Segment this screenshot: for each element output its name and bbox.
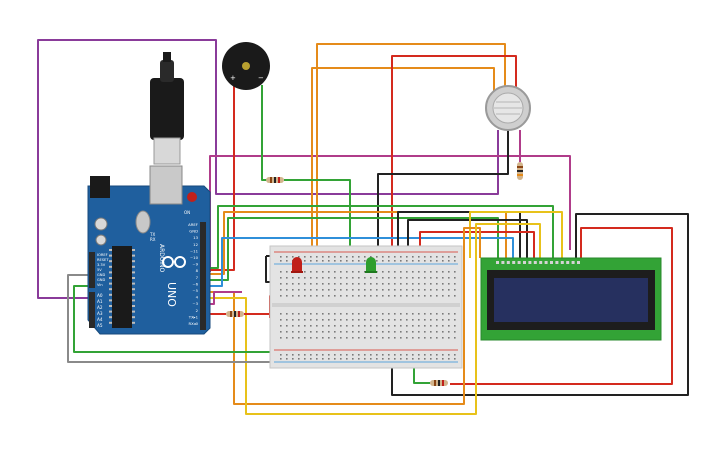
resistor-sensor[interactable] xyxy=(517,162,523,180)
led-icon xyxy=(292,257,302,272)
brand-label: ARDUINO xyxy=(158,244,165,273)
pin-label: ~9 xyxy=(192,262,198,267)
reset-button[interactable] xyxy=(187,192,197,202)
pin-label: ~11 xyxy=(190,248,199,253)
pin-label: RX◂0 xyxy=(188,321,198,326)
wire-orange-sensor-2[interactable] xyxy=(311,67,495,258)
pin-label: GND xyxy=(189,229,198,234)
lcd-screen xyxy=(494,278,648,322)
pin-label: TX▸1 xyxy=(188,314,199,319)
wire-green-bottom[interactable] xyxy=(413,362,430,384)
pin-label: 7 xyxy=(196,275,199,280)
wire-blue-d10[interactable] xyxy=(205,237,514,287)
pin-label: 5V xyxy=(97,268,102,272)
pin-label: A4 xyxy=(97,317,103,322)
pin-label: ~5 xyxy=(192,288,198,293)
lcd-display[interactable] xyxy=(480,257,662,341)
capacitor xyxy=(94,217,108,231)
pin-label: 12 xyxy=(193,242,198,247)
led-red[interactable] xyxy=(291,257,303,273)
on-label: ON xyxy=(184,210,190,215)
resistor-arduino[interactable] xyxy=(226,311,244,317)
wire-orange-d12[interactable] xyxy=(205,211,507,275)
tx-label: TX xyxy=(149,232,155,237)
model-label: UNO xyxy=(165,282,178,307)
usb-connector-icon xyxy=(149,165,183,205)
usb-cable-neck xyxy=(160,60,174,82)
pin-label: A1 xyxy=(97,299,103,304)
wire-red-lcd-right[interactable] xyxy=(450,227,673,385)
atmega-chip xyxy=(112,246,132,328)
pin-label: GND xyxy=(97,278,105,282)
wire-green-d13[interactable] xyxy=(205,205,554,269)
pin-label: ~10 xyxy=(190,255,199,260)
wire-purple-a0[interactable] xyxy=(37,39,499,299)
pin-label: 13 xyxy=(193,235,198,240)
wire-yellow-loop[interactable] xyxy=(205,223,541,415)
pin-label: AREF xyxy=(188,222,198,227)
wire-red-buzzer[interactable] xyxy=(210,85,235,271)
wire-black-sensor[interactable] xyxy=(377,130,509,258)
pin-label: 2 xyxy=(196,308,199,313)
led-icon xyxy=(366,257,376,272)
led-green[interactable] xyxy=(365,257,377,273)
pin-label: Vin xyxy=(97,283,103,287)
piezo-buzzer[interactable]: + − xyxy=(222,42,270,90)
power-jack xyxy=(90,176,110,198)
pin-label: A0 xyxy=(97,293,103,298)
crystal xyxy=(135,210,151,234)
digital-header xyxy=(200,222,206,330)
wire-green-buzzer[interactable] xyxy=(261,85,268,181)
buzzer-minus-label: − xyxy=(258,74,264,82)
wire-red-sensor[interactable] xyxy=(391,55,517,258)
pin-label: A3 xyxy=(97,311,103,316)
pin-label: ~3 xyxy=(192,301,198,306)
analog-header xyxy=(89,292,95,328)
pin-label: RESET xyxy=(97,258,109,262)
pin-label: 8 xyxy=(196,268,199,273)
power-header xyxy=(89,252,95,288)
arduino-logo-icon xyxy=(162,256,186,268)
wire-orange-sensor[interactable] xyxy=(316,43,506,258)
pin-label: IOREF xyxy=(97,253,108,257)
wire-black-gnd-lcd-2[interactable] xyxy=(407,219,528,258)
wire-green-buzzer-2[interactable] xyxy=(284,179,351,258)
pin-label: 3.3V xyxy=(97,263,106,267)
pin-label: A2 xyxy=(97,305,103,310)
pin-label: GND xyxy=(97,273,105,277)
wire-black-gnd-lcd[interactable] xyxy=(397,211,521,258)
usb-cable-tip xyxy=(163,52,171,62)
resistor-buzzer[interactable] xyxy=(266,177,284,183)
wire-yellow-lcd[interactable] xyxy=(469,211,563,258)
usb-cable-plug xyxy=(153,137,181,165)
buzzer-plus-label: + xyxy=(230,74,236,82)
wire-black-lcd-right[interactable] xyxy=(391,213,689,396)
usb-cable-housing xyxy=(150,78,184,140)
resistor-lcd[interactable] xyxy=(430,380,448,386)
pin-label: 4 xyxy=(196,295,199,300)
wire-green-5v[interactable] xyxy=(73,285,290,353)
pin-label: A5 xyxy=(97,323,103,328)
rx-label: RX xyxy=(150,237,156,242)
capacitor xyxy=(95,234,107,246)
gas-sensor[interactable] xyxy=(485,85,531,131)
pin-label: ~6 xyxy=(192,281,198,286)
wire-gray-gnd[interactable] xyxy=(67,274,290,363)
